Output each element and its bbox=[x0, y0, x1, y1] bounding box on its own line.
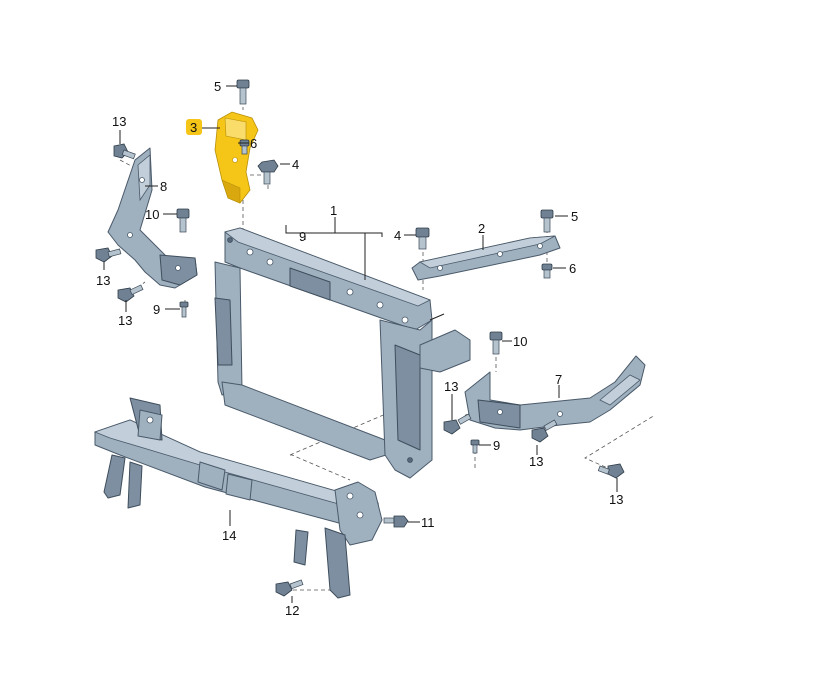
bolt-icon bbox=[470, 439, 480, 454]
callout-5-right: 5 bbox=[571, 209, 578, 224]
bolt-icon bbox=[275, 579, 304, 597]
callout-2: 2 bbox=[478, 221, 485, 236]
callout-13-left-mid: 13 bbox=[96, 273, 110, 288]
callout-4-center: 4 bbox=[394, 228, 401, 243]
bolt-icon bbox=[176, 208, 190, 233]
bolt-icon bbox=[117, 284, 144, 303]
callout-5-top: 5 bbox=[214, 79, 221, 94]
bolt-icon bbox=[489, 331, 503, 355]
callout-8: 8 bbox=[160, 179, 167, 194]
callout-10-left: 10 bbox=[145, 207, 159, 222]
callout-10-right: 10 bbox=[513, 334, 527, 349]
bolt-icon bbox=[531, 419, 558, 443]
callout-13-right-lower: 13 bbox=[529, 454, 543, 469]
callout-13-right-center: 13 bbox=[444, 379, 458, 394]
callout-13-top-left: 13 bbox=[112, 114, 126, 129]
bolt-icon bbox=[597, 463, 625, 479]
bolt-icon bbox=[236, 79, 250, 105]
callout-9-right: 9 bbox=[493, 438, 500, 453]
callout-6-right: 6 bbox=[569, 261, 576, 276]
leader-lines bbox=[103, 85, 618, 603]
callout-3: 3 bbox=[190, 120, 197, 135]
left-bracket-part-8 bbox=[107, 147, 198, 289]
bolt-icon bbox=[415, 227, 430, 250]
callout-labels: 5 3 6 4 13 8 10 13 13 9 1 9 4 2 5 6 10 1… bbox=[96, 79, 623, 618]
callout-14: 14 bbox=[222, 528, 236, 543]
nut-icon bbox=[257, 159, 279, 185]
bumper-carrier-part-14 bbox=[93, 397, 383, 599]
upper-bracket-part-2 bbox=[411, 235, 561, 281]
lock-carrier-bracket-part-3 bbox=[214, 111, 259, 204]
front-end-carrier-part-1 bbox=[214, 227, 471, 479]
bolt-icon bbox=[541, 263, 553, 279]
callout-6-top: 6 bbox=[250, 136, 257, 151]
bolt-icon bbox=[443, 413, 472, 435]
callout-7: 7 bbox=[555, 372, 562, 387]
callout-highlight-badge bbox=[186, 119, 202, 135]
bolt-icon bbox=[113, 143, 136, 160]
callout-13-far-right: 13 bbox=[609, 492, 623, 507]
callout-12: 12 bbox=[285, 603, 299, 618]
callout-13-left-low: 13 bbox=[118, 313, 132, 328]
callout-4-top: 4 bbox=[292, 157, 299, 172]
bolt-icon bbox=[540, 209, 554, 233]
fasteners bbox=[95, 79, 625, 597]
callout-1: 1 bbox=[330, 203, 337, 218]
callout-11: 11 bbox=[421, 515, 435, 530]
bolt-icon bbox=[383, 515, 409, 528]
right-bracket-part-7 bbox=[464, 355, 646, 431]
callout-9-top: 9 bbox=[299, 229, 306, 244]
callout-9-left: 9 bbox=[153, 302, 160, 317]
bolt-icon bbox=[95, 247, 122, 263]
bolt-icon bbox=[179, 301, 189, 318]
